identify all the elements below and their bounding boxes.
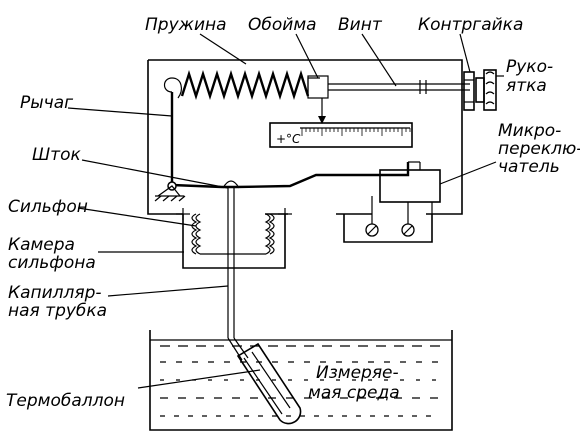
locknut (463, 71, 475, 111)
label-spring: Пружина (145, 15, 227, 35)
label-micro-line1: Микро- (498, 121, 561, 141)
label-bellows-chamber-line2: сильфона (8, 253, 96, 273)
label-handle-line1: Руко- (506, 57, 553, 77)
capillary-tube (227, 254, 249, 361)
label-handle-line2: ятка (506, 76, 547, 96)
spring (163, 70, 320, 100)
screw (328, 80, 470, 94)
label-locknut: Контргайка (418, 15, 523, 35)
label-medium-line1: Измеряе- (316, 363, 399, 383)
scale-ticks (301, 128, 411, 136)
label-micro-line3: чатель (498, 157, 560, 177)
label-lever: Рычаг (20, 93, 73, 113)
label-capillary-line2: ная трубка (8, 301, 107, 321)
label-cage: Обойма (248, 15, 317, 35)
label-bellows-chamber-line1: Камера (8, 235, 75, 255)
rod (222, 180, 240, 254)
label-rod: Шток (32, 145, 81, 165)
terminal-block (343, 214, 433, 243)
label-screw: Винт (338, 15, 383, 35)
housing (147, 59, 463, 215)
leader-lines (67, 33, 504, 389)
handle (475, 69, 497, 111)
bellows (191, 213, 275, 255)
thermobulb (236, 342, 302, 425)
cage (307, 75, 329, 124)
micro-switch (371, 161, 441, 230)
labels: Пружина Обойма Винт Контргайка Руко- ятк… (6, 15, 580, 411)
temperature-scale: +°C (269, 122, 413, 148)
label-medium-line2: мая среда (308, 383, 400, 403)
label-bellows: Сильфон (8, 197, 88, 217)
label-thermobulb: Термобаллон (6, 391, 125, 411)
scale-unit: +°C (276, 132, 301, 146)
label-capillary-line1: Капилляр- (8, 283, 102, 303)
label-micro-line2: переклю- (498, 139, 580, 159)
